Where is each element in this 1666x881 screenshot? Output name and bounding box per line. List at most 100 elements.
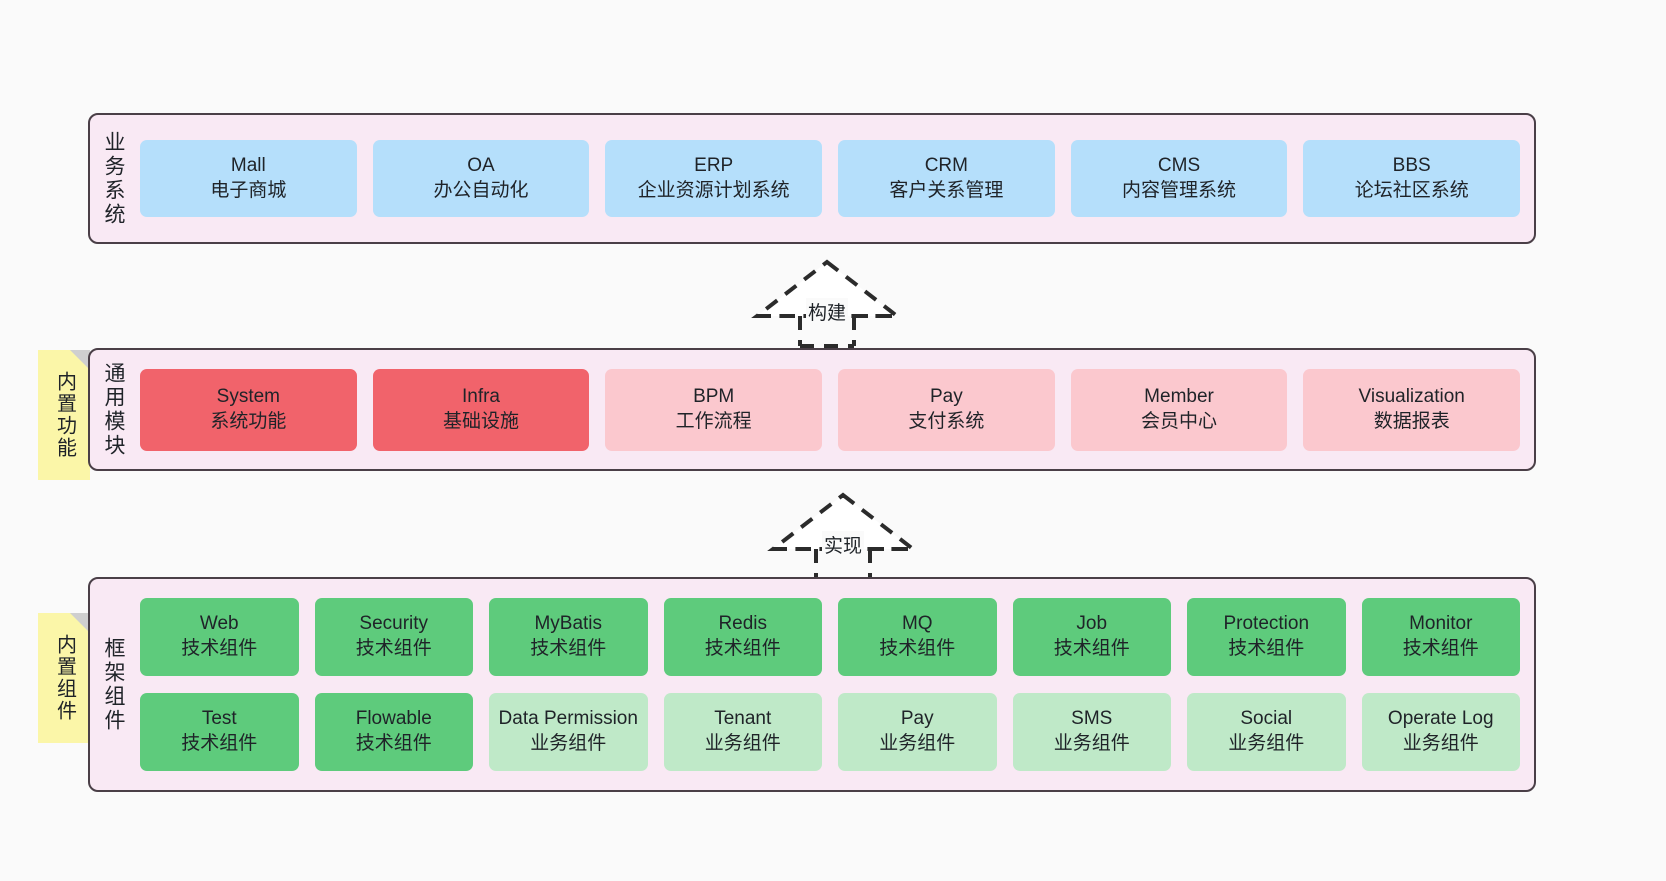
card-test[interactable]: Test 技术组件 <box>140 693 299 771</box>
connector-implement-label: 实现 <box>821 531 865 558</box>
card-crm[interactable]: CRM 客户关系管理 <box>838 140 1055 217</box>
card-title: MQ <box>901 613 933 635</box>
card-title: Job <box>1076 613 1108 635</box>
card-flowable[interactable]: Flowable 技术组件 <box>314 693 473 771</box>
connector-implement: 实现 <box>766 489 920 581</box>
layer-business-title: 业务系统 <box>102 130 126 227</box>
card-visualization[interactable]: Visualization 数据报表 <box>1303 368 1521 451</box>
card-title: System <box>216 385 281 407</box>
card-title: Tenant <box>714 708 772 730</box>
sticky-note-builtin-components: 内置组件 <box>38 613 90 743</box>
card-subtitle: 数据报表 <box>1373 410 1450 432</box>
arrow-stem <box>798 316 856 348</box>
sticky-note-label: 内置组件 <box>53 634 76 722</box>
card-subtitle: 支付系统 <box>908 410 985 432</box>
card-member[interactable]: Member 会员中心 <box>1070 368 1288 451</box>
card-infra[interactable]: Infra 基础设施 <box>372 368 590 451</box>
card-subtitle: 技术组件 <box>704 638 781 659</box>
card-job[interactable]: Job 技术组件 <box>1012 598 1171 676</box>
framework-row-technical: Web 技术组件 Security 技术组件 MyBatis 技术组件 Redi… <box>140 598 1520 676</box>
card-title: Operate Log <box>1387 708 1494 730</box>
card-subtitle: 业务组件 <box>1053 733 1130 754</box>
card-subtitle: 技术组件 <box>879 638 956 659</box>
card-social[interactable]: Social 业务组件 <box>1187 693 1346 771</box>
card-title: CMS <box>1157 154 1201 176</box>
card-tenant[interactable]: Tenant 业务组件 <box>663 693 822 771</box>
card-subtitle: 客户关系管理 <box>889 179 1004 201</box>
card-erp[interactable]: ERP 企业资源计划系统 <box>605 140 823 217</box>
page-fold-icon <box>70 350 90 370</box>
card-title: MyBatis <box>534 613 603 635</box>
card-protection[interactable]: Protection 技术组件 <box>1187 598 1346 676</box>
card-mq[interactable]: MQ 技术组件 <box>838 598 997 676</box>
card-title: Pay <box>929 385 963 407</box>
framework-row-business: Test 技术组件 Flowable 技术组件 Data Permission … <box>140 693 1520 771</box>
card-subtitle: 业务组件 <box>1228 733 1305 754</box>
card-title: Monitor <box>1409 613 1473 635</box>
card-title: Test <box>201 708 237 730</box>
card-subtitle: 会员中心 <box>1141 410 1218 432</box>
card-redis[interactable]: Redis 技术组件 <box>663 598 822 676</box>
card-title: Protection <box>1223 613 1310 635</box>
card-subtitle: 技术组件 <box>530 638 607 659</box>
card-bbs[interactable]: BBS 论坛社区系统 <box>1303 140 1521 217</box>
card-title: Infra <box>461 385 501 407</box>
layer-business-system: 业务系统 Mall 电子商城 OA 办公自动化 ERP 企业资源计划系统 CRM <box>88 113 1536 244</box>
card-title: Visualization <box>1358 385 1465 407</box>
card-subtitle: 业务组件 <box>1402 733 1479 754</box>
card-subtitle: 业务组件 <box>704 733 781 754</box>
sticky-note-label: 内置功能 <box>53 371 76 459</box>
card-subtitle: 技术组件 <box>1402 638 1479 659</box>
card-title: Redis <box>718 613 768 635</box>
card-cms[interactable]: CMS 内容管理系统 <box>1070 140 1288 217</box>
sticky-note-builtin-features: 内置功能 <box>38 350 90 480</box>
card-subtitle: 技术组件 <box>355 733 432 754</box>
card-subtitle: 技术组件 <box>1053 638 1130 659</box>
card-subtitle: 业务组件 <box>879 733 956 754</box>
card-operate-log[interactable]: Operate Log 业务组件 <box>1361 693 1520 771</box>
card-title: Pay <box>900 708 934 730</box>
card-title: BPM <box>693 385 735 407</box>
card-data-permission[interactable]: Data Permission 业务组件 <box>489 693 648 771</box>
card-title: Web <box>199 613 239 635</box>
card-security[interactable]: Security 技术组件 <box>314 598 473 676</box>
card-bpm[interactable]: BPM 工作流程 <box>605 368 823 451</box>
card-system[interactable]: System 系统功能 <box>140 368 357 451</box>
card-title: SMS <box>1071 708 1113 730</box>
card-subtitle: 论坛社区系统 <box>1354 179 1469 201</box>
card-subtitle: 系统功能 <box>210 410 287 432</box>
card-mall[interactable]: Mall 电子商城 <box>140 140 357 217</box>
card-title: BBS <box>1392 154 1431 176</box>
connector-build-label: 构建 <box>805 298 849 325</box>
page-fold-icon <box>70 613 90 633</box>
card-subtitle: 技术组件 <box>355 638 432 659</box>
card-title: ERP <box>694 154 734 176</box>
card-pay-common[interactable]: Pay 支付系统 <box>838 368 1055 451</box>
card-web[interactable]: Web 技术组件 <box>140 598 299 676</box>
card-title: CRM <box>924 154 968 176</box>
card-pay-business[interactable]: Pay 业务组件 <box>838 693 997 771</box>
card-oa[interactable]: OA 办公自动化 <box>372 140 590 217</box>
business-row: Mall 电子商城 OA 办公自动化 ERP 企业资源计划系统 CRM 客户关系… <box>140 140 1521 217</box>
card-sms[interactable]: SMS 业务组件 <box>1012 693 1171 771</box>
card-subtitle: 业务组件 <box>530 733 607 754</box>
card-subtitle: 内容管理系统 <box>1122 179 1237 201</box>
card-monitor[interactable]: Monitor 技术组件 <box>1361 598 1520 676</box>
connector-build: 构建 <box>750 256 904 348</box>
card-subtitle: 工作流程 <box>675 410 752 432</box>
card-subtitle: 技术组件 <box>181 638 258 659</box>
card-subtitle: 技术组件 <box>181 733 258 754</box>
card-title: Security <box>359 613 429 635</box>
card-subtitle: 企业资源计划系统 <box>637 179 790 201</box>
layer-framework-body: Web 技术组件 Security 技术组件 MyBatis 技术组件 Redi… <box>136 579 1534 790</box>
card-title: Social <box>1240 708 1293 730</box>
card-title: Member <box>1144 385 1214 407</box>
layer-framework-component: 框架组件 Web 技术组件 Security 技术组件 MyBatis 技术组件… <box>88 577 1536 792</box>
card-mybatis[interactable]: MyBatis 技术组件 <box>489 598 648 676</box>
card-title: Data Permission <box>498 708 638 730</box>
card-title: Mall <box>230 154 266 176</box>
layer-common-title: 通用模块 <box>102 361 126 458</box>
layer-business-body: Mall 电子商城 OA 办公自动化 ERP 企业资源计划系统 CRM 客户关系… <box>136 115 1534 242</box>
card-title: OA <box>467 154 495 176</box>
